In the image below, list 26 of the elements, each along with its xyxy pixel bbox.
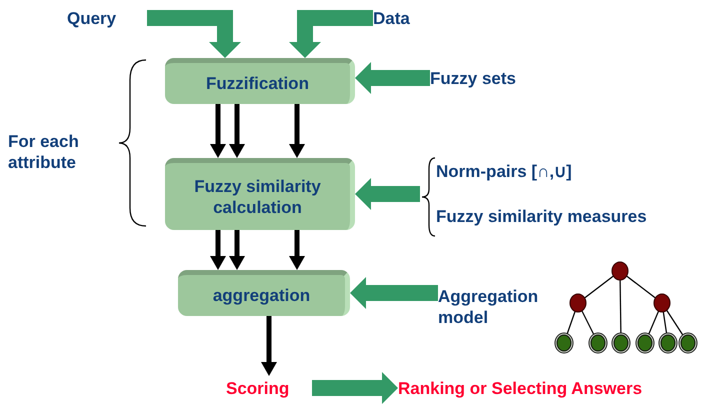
arrow	[210, 230, 226, 270]
arrow	[312, 372, 398, 404]
query-label: Query	[67, 8, 116, 28]
input-label: Norm-pairs [∩,∪]	[436, 160, 572, 182]
arrow	[147, 10, 241, 58]
process-box: aggregation	[178, 270, 350, 316]
arrow	[289, 104, 305, 158]
side-label: For each attribute	[8, 131, 80, 173]
arrow	[289, 230, 305, 270]
arrow	[350, 277, 438, 309]
curly-brace	[420, 157, 436, 237]
input-label: Aggregation model	[438, 286, 540, 328]
output-label: Ranking or Selecting Answers	[398, 378, 642, 398]
arrow	[355, 62, 430, 94]
arrow	[355, 178, 420, 210]
process-box: Fuzzy similarity calculation	[165, 158, 355, 230]
arrow	[229, 230, 245, 270]
output-label: Scoring	[226, 378, 290, 398]
data-label: Data	[373, 8, 410, 28]
arrow	[229, 104, 245, 158]
arrow	[289, 10, 373, 58]
process-box: Fuzzification	[165, 58, 355, 104]
arrow	[210, 104, 226, 158]
arrow	[261, 316, 277, 376]
input-label: Fuzzy sets	[430, 68, 516, 88]
input-label: Fuzzy similarity measures	[436, 206, 647, 226]
